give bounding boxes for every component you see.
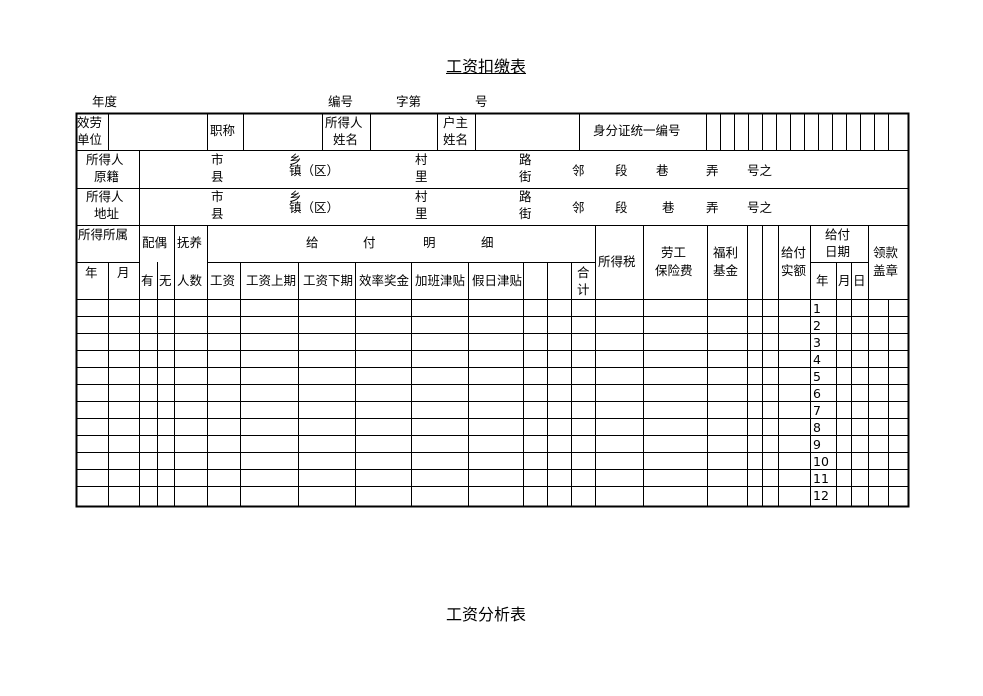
labor-insurance-header-1: 劳工 [661, 245, 687, 260]
date-year-header: 年 [816, 273, 829, 288]
address-lu: 路 [519, 189, 532, 204]
origin-duan: 段 [615, 163, 628, 178]
address-li: 里 [415, 206, 428, 221]
origin-li: 里 [415, 169, 428, 184]
address-zhen: 镇（区） [289, 200, 340, 215]
holiday-header: 假日津贴 [472, 273, 523, 288]
wage-first-header: 工资上期 [246, 273, 297, 288]
headcount-header: 人数 [177, 273, 203, 288]
form-title: 工资扣缴表 [446, 57, 527, 76]
total-header-1: 合 [577, 265, 590, 280]
unit-label-1: 效劳 [77, 115, 103, 130]
period-header: 所得所属 [78, 227, 129, 242]
net-paid-header-1: 给付 [781, 245, 807, 260]
origin-shi: 市 [211, 152, 224, 167]
none-header: 无 [159, 273, 172, 288]
origin-xian: 县 [211, 169, 224, 184]
earner-name-label-2: 姓名 [333, 132, 359, 147]
hao-label: 号 [475, 94, 488, 109]
income-tax-header: 所得税 [598, 254, 636, 269]
detail-char-1: 给 [306, 235, 319, 250]
welfare-header-2: 基金 [713, 263, 739, 278]
welfare-header-1: 福利 [713, 245, 739, 260]
total-header-2: 计 [577, 282, 590, 297]
address-hao-zhi: 号之 [747, 200, 773, 215]
origin-label-1: 所得人 [86, 152, 124, 167]
address-lin: 邻 [572, 200, 585, 215]
row-number: 6 [813, 386, 821, 401]
row-number: 9 [813, 437, 821, 452]
row-number: 3 [813, 335, 821, 350]
form-border [75, 112, 910, 508]
zi-di-label: 字第 [396, 94, 422, 109]
origin-label-2: 原籍 [94, 169, 120, 184]
spouse-header: 配偶 [142, 235, 168, 250]
address-xiang-lane: 巷 [662, 200, 675, 215]
detail-char-3: 明 [423, 235, 436, 250]
address-jie: 街 [519, 206, 532, 221]
id-number-label: 身分证统一编号 [593, 123, 681, 138]
origin-jie: 街 [519, 169, 532, 184]
labor-insurance-header-2: 保险费 [655, 263, 693, 278]
row-number: 12 [813, 488, 829, 503]
address-duan: 段 [615, 200, 628, 215]
row-number: 7 [813, 403, 821, 418]
origin-cun: 村 [415, 152, 428, 167]
address-label-1: 所得人 [86, 189, 124, 204]
year-label: 年度 [92, 94, 118, 109]
receipt-header-2: 盖章 [873, 263, 899, 278]
origin-xiang-lane: 巷 [656, 163, 669, 178]
origin-lu: 路 [519, 152, 532, 167]
origin-xiang: 乡 [289, 152, 302, 167]
row-number: 2 [813, 318, 821, 333]
origin-lin: 邻 [572, 163, 585, 178]
pay-date-header-2: 日期 [825, 244, 851, 259]
detail-char-4: 细 [481, 235, 494, 250]
number-label: 编号 [328, 94, 354, 109]
date-month-header: 月 [838, 273, 851, 288]
date-day-header: 日 [853, 273, 866, 288]
address-cun: 村 [415, 189, 428, 204]
wage-header: 工资 [210, 273, 236, 288]
receipt-header-1: 领款 [873, 245, 899, 260]
household-head-label-2: 姓名 [443, 132, 469, 147]
year-header: 年 [85, 265, 98, 280]
row-number: 4 [813, 352, 821, 367]
address-label-2: 地址 [94, 206, 120, 221]
row-number: 10 [813, 454, 829, 469]
unit-label-2: 单位 [77, 132, 103, 147]
bonus-header: 效率奖金 [359, 273, 410, 288]
pay-date-header-1: 给付 [825, 227, 851, 242]
origin-zhen: 镇（区） [289, 163, 340, 178]
has-header: 有 [141, 273, 154, 288]
analysis-title: 工资分析表 [446, 605, 527, 624]
row-number: 11 [813, 471, 829, 486]
overtime-header: 加班津贴 [415, 273, 466, 288]
wage-second-header: 工资下期 [303, 273, 354, 288]
origin-hao-zhi: 号之 [747, 163, 773, 178]
detail-char-2: 付 [363, 235, 376, 250]
address-xiang: 乡 [289, 189, 302, 204]
origin-nong: 弄 [706, 163, 719, 178]
address-shi: 市 [211, 189, 224, 204]
position-label: 职称 [210, 123, 236, 138]
earner-name-label-1: 所得人 [325, 115, 363, 130]
month-header: 月 [117, 265, 130, 280]
row-number: 5 [813, 369, 821, 384]
dependents-header: 抚养 [177, 235, 203, 250]
net-paid-header-2: 实额 [781, 263, 807, 278]
household-head-label-1: 户主 [443, 115, 469, 130]
address-nong: 弄 [706, 200, 719, 215]
row-number: 8 [813, 420, 821, 435]
row-number: 1 [813, 301, 821, 316]
address-xian: 县 [211, 206, 224, 221]
